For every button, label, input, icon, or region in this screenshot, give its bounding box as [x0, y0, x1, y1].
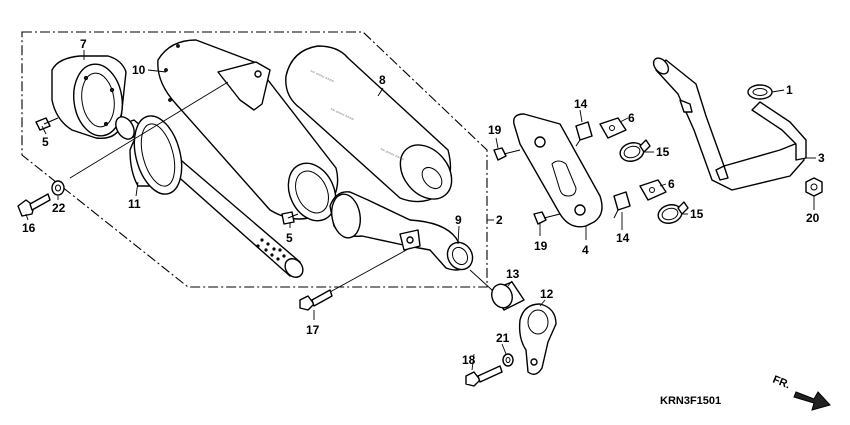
part-3-exhaust-pipe	[652, 57, 807, 191]
callout-1: 1	[786, 83, 793, 97]
muffler-assembly-frame	[21, 31, 488, 288]
part-13-collar	[491, 281, 525, 311]
part-16-bolt	[17, 193, 51, 217]
callout-3: 3	[818, 151, 825, 165]
front-direction-marker: FR.	[771, 374, 831, 411]
front-marker-label: FR.	[771, 374, 792, 392]
part-6-bracket-upper	[599, 117, 627, 139]
part-22-washer	[51, 180, 65, 196]
callout-15-upper: 15	[656, 145, 670, 159]
part-15-clamp-lower	[657, 201, 689, 224]
callout-labels: 7 10 8 5 11 22 16 5 9 2 17 13 12 21 18 1…	[22, 37, 825, 367]
callout-16: 16	[22, 221, 36, 235]
callout-20: 20	[806, 211, 820, 225]
part-12-clamp-band	[518, 303, 557, 375]
part-18-bolt	[465, 365, 503, 387]
callout-19-lower: 19	[534, 239, 548, 253]
callout-21: 21	[496, 331, 510, 345]
callout-13: 13	[506, 267, 520, 281]
part-6-bracket-lower	[639, 179, 667, 201]
callout-17: 17	[306, 323, 320, 337]
callout-14-upper: 14	[574, 97, 588, 111]
part-15-clamp-upper	[619, 139, 651, 162]
part-1-gasket	[747, 84, 773, 100]
callout-6-upper: 6	[628, 111, 635, 125]
leader-lines	[25, 50, 816, 371]
callout-5-lower: 5	[286, 231, 293, 245]
part-21-washer	[502, 353, 514, 367]
callout-10: 10	[132, 63, 146, 77]
part-19-bolt-upper	[493, 147, 521, 161]
callout-18: 18	[462, 353, 476, 367]
callout-7: 7	[80, 37, 87, 51]
part-5-bolt-upper	[35, 117, 59, 131]
callout-15-lower: 15	[690, 207, 704, 221]
callout-11: 11	[128, 197, 141, 211]
part-14-clip-upper	[575, 121, 593, 147]
callout-8: 8	[379, 73, 386, 87]
part-17-bolt	[299, 289, 333, 311]
callout-22: 22	[52, 201, 66, 215]
callout-5-upper: 5	[42, 135, 49, 149]
part-4-heat-protector	[513, 113, 603, 228]
part-5-bolt-lower	[281, 211, 299, 225]
callout-14-lower: 14	[616, 231, 630, 245]
part-9-joint-pipe	[329, 191, 474, 271]
callout-6-lower: 6	[668, 177, 675, 191]
part-8-packing: == ==== ==== == ==== ==== == ==== ====	[285, 45, 453, 203]
part-20-nut	[805, 177, 823, 197]
part-11-inner-pipe	[115, 115, 304, 278]
callout-9: 9	[455, 213, 462, 227]
part-14-clip-lower	[613, 191, 631, 219]
part-10-muffler-body	[157, 39, 339, 222]
callout-2: 2	[496, 213, 503, 227]
diagram-code: KRN3F1501	[660, 395, 721, 407]
callout-4: 4	[582, 243, 589, 257]
callout-19-upper: 19	[488, 123, 502, 137]
callout-12: 12	[540, 287, 554, 301]
part-7-end-cap	[51, 55, 127, 139]
part-19-bolt-lower	[533, 211, 561, 225]
front-arrow-icon	[793, 391, 831, 411]
